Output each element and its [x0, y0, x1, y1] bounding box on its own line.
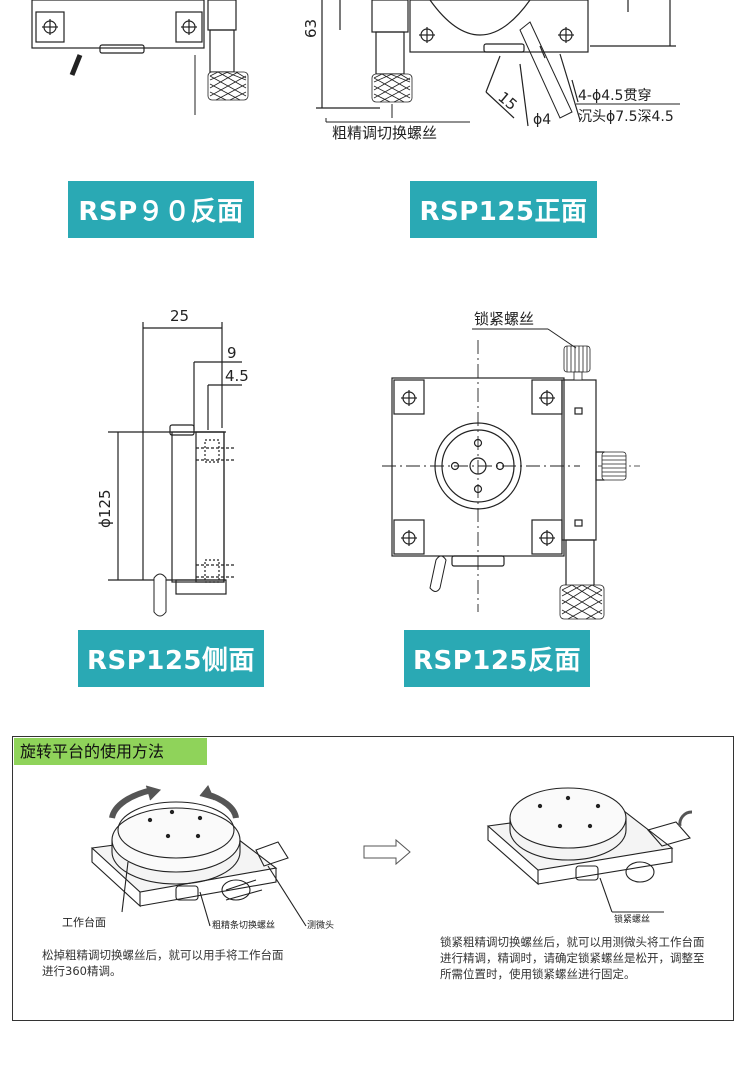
back-lever	[429, 555, 447, 592]
back-side-knob	[601, 451, 627, 481]
dim-25: 25	[170, 307, 190, 325]
usage-box	[12, 736, 734, 1021]
usage-desc-left: 松掉粗精调切换螺丝后，就可以用手将工作台面进行360精调。	[42, 948, 284, 978]
usage-left-stage	[90, 784, 307, 927]
usage-right-stage	[486, 787, 693, 913]
usage-desc-right: 锁紧粗精调切换螺丝后，就可以用测微头将工作台面进行精调，精调时，请确定锁紧螺丝是…	[440, 935, 705, 981]
dim-4-5: 4.5	[225, 367, 249, 385]
badge-rsp125-back: RSP125反面	[404, 630, 590, 687]
dim-phi4: ϕ4	[533, 112, 552, 128]
rsp125-side-drawing	[108, 322, 242, 595]
top-drawings	[31, 0, 680, 127]
label-work-surface: 工作台面	[62, 916, 106, 929]
rsp90-knurl	[207, 71, 249, 101]
dim-9: 9	[227, 344, 237, 362]
badge-rsp125-side: RSP125侧面	[78, 630, 264, 687]
label-lock: 锁紧螺丝	[614, 915, 651, 925]
middle-drawings	[108, 322, 640, 620]
badge-rsp90-back: RSP９０反面	[68, 181, 254, 238]
label-switch-screw: 粗精调切换螺丝	[332, 124, 438, 142]
label-coarse-fine: 粗精条切换螺丝	[212, 921, 276, 931]
badge-rsp125-front: RSP125正面	[410, 181, 597, 238]
back-micrometer-knurl	[559, 584, 605, 620]
label-micrometer: 测微头	[307, 921, 335, 931]
rsp125-front-drawing	[316, 0, 676, 127]
side-lever	[153, 573, 167, 617]
label-lock-screw: 锁紧螺丝	[474, 310, 535, 328]
back-top-knob	[563, 345, 591, 381]
hole-spec-line2: 沉头ϕ7.5深4.5	[578, 109, 674, 125]
usage-title: 旋转平台的使用方法	[14, 738, 207, 765]
hole-spec-line1: 4-ϕ4.5贯穿	[578, 88, 652, 104]
leader-lock-screw	[547, 328, 577, 349]
rsp125-back-drawing	[382, 340, 640, 612]
usage-arrow-icon	[363, 838, 411, 866]
rsp125-front-knurl	[371, 73, 413, 103]
